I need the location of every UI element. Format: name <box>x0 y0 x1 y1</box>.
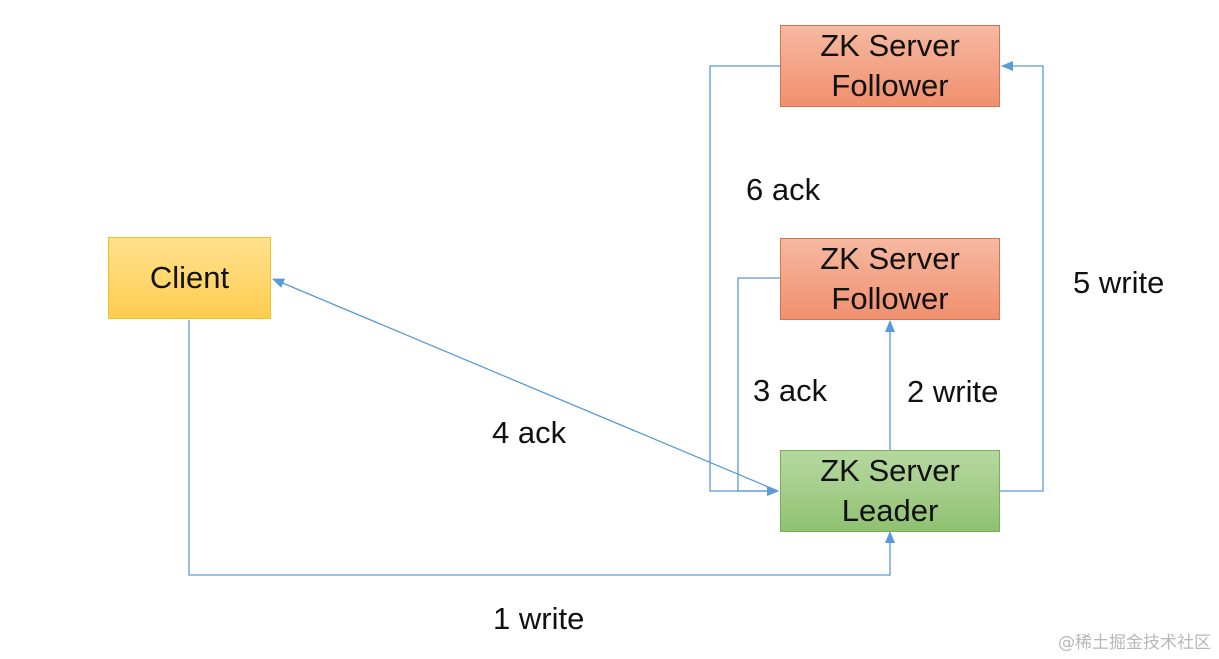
follower-mid-line1: ZK Server <box>820 241 960 276</box>
watermark-text: @稀土掘金技术社区 <box>1058 633 1211 653</box>
edge-1-write <box>188 320 895 576</box>
edge-label-3-ack: 3 ack <box>753 373 828 408</box>
follower-mid-line2: Follower <box>831 281 949 316</box>
follower-top-line2: Follower <box>831 68 949 103</box>
leader-line1: ZK Server <box>820 453 960 488</box>
client-node: Client <box>108 237 271 319</box>
leader-line2: Leader <box>841 493 939 528</box>
edge-label-1-write: 1 write <box>493 601 585 636</box>
follower-node-top: ZK Server Follower <box>780 25 1000 107</box>
leader-node: ZK Server Leader <box>780 450 1000 532</box>
edge-5-write <box>1000 61 1044 492</box>
follower-node-middle: ZK Server Follower <box>780 238 1000 320</box>
edge-label-2-write: 2 write <box>907 374 999 409</box>
edge-label-5-write: 5 write <box>1073 265 1165 300</box>
edge-6-ack <box>709 65 780 496</box>
client-label: Client <box>149 260 230 295</box>
edge-label-4-ack: 4 ack <box>492 415 567 450</box>
edge-4-ack <box>272 278 779 492</box>
edge-label-6-ack: 6 ack <box>746 172 821 207</box>
follower-top-line1: ZK Server <box>820 28 960 63</box>
